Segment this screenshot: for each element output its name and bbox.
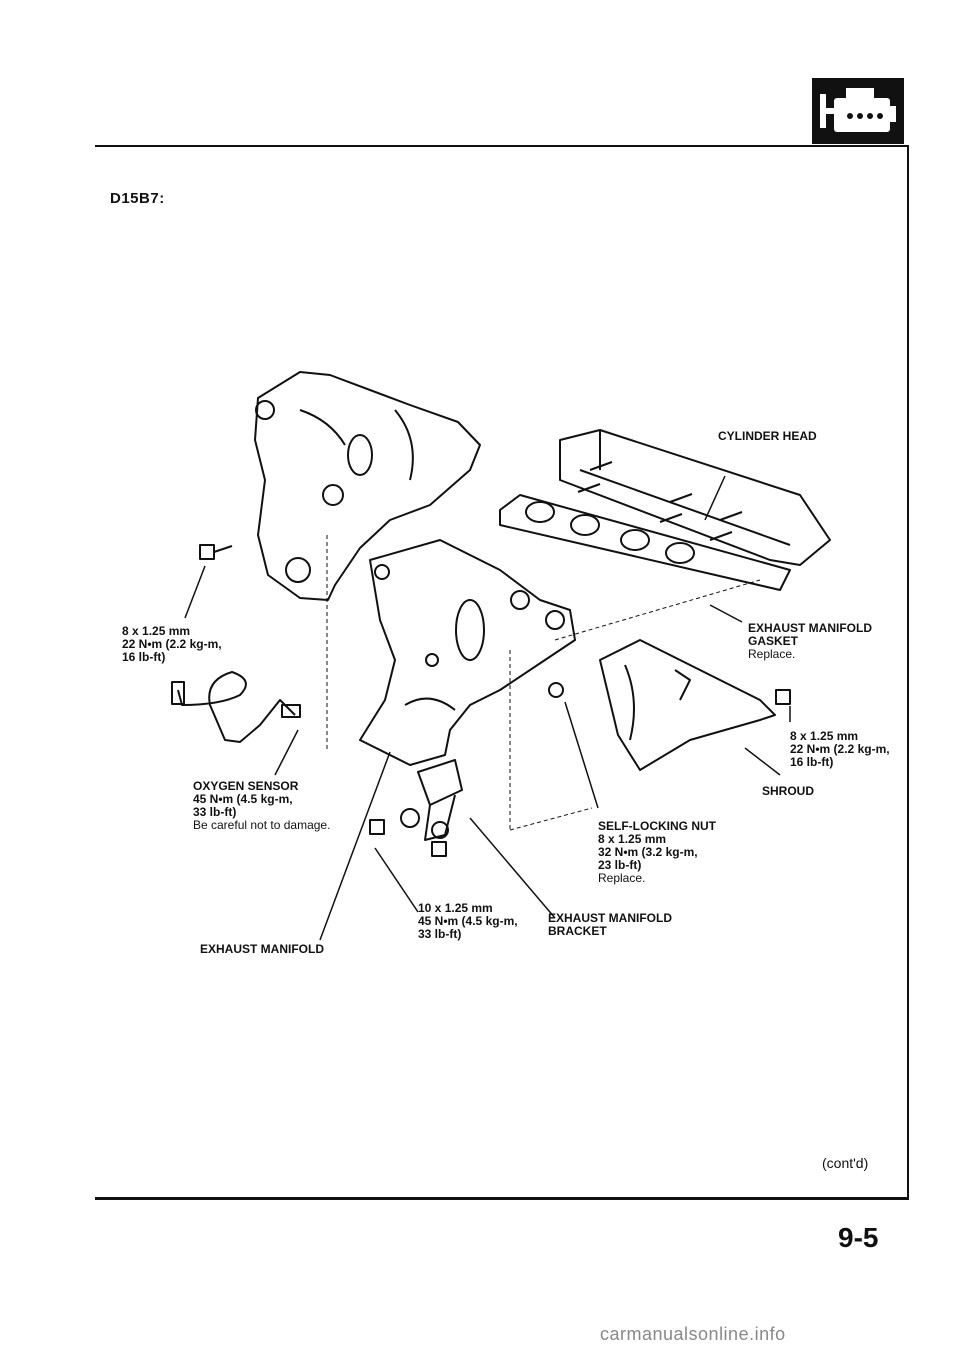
section-badge — [812, 78, 904, 144]
watermark: carmanualsonline.info — [600, 1324, 786, 1344]
label-bracket-bolt: 10 x 1.25 mm 45 N•m (4.5 kg-m, 33 lb-ft) — [418, 901, 518, 941]
label-exhaust-manifold-gasket: EXHAUST MANIFOLD GASKET Replace. — [748, 621, 872, 661]
cylinder-head — [559, 429, 831, 566]
shroud — [599, 639, 776, 771]
label-cylinder-head: CYLINDER HEAD — [718, 429, 817, 443]
model-code: D15B7: — [110, 190, 165, 207]
label-exhaust-manifold: EXHAUST MANIFOLD — [200, 942, 324, 956]
exhaust-manifold-bracket — [417, 759, 463, 806]
page-frame — [95, 145, 909, 1200]
label-shroud: SHROUD — [762, 784, 815, 798]
page-number: 9-5 — [838, 1222, 879, 1253]
label-oxygen-sensor: OXYGEN SENSOR 45 N•m (4.5 kg-m, 33 lb-ft… — [193, 779, 331, 832]
label-bolt-right: 8 x 1.25 mm 22 N•m (2.2 kg-m, 16 lb-ft) — [790, 729, 890, 769]
exhaust-manifold — [359, 539, 576, 766]
exhaust-manifold-gasket — [499, 494, 791, 591]
engine-icon — [820, 88, 896, 132]
oxygen-sensor — [177, 671, 296, 743]
label-bolt-upper-left: 8 x 1.25 mm 22 N•m (2.2 kg-m, 16 lb-ft) — [122, 624, 222, 664]
label-self-locking-nut: SELF-LOCKING NUT 8 x 1.25 mm 32 N•m (3.2… — [598, 819, 716, 885]
upper-heat-shield — [254, 371, 481, 601]
continued-note: (cont'd) — [822, 1155, 869, 1171]
label-exhaust-manifold-bracket: EXHAUST MANIFOLD BRACKET — [548, 911, 672, 938]
